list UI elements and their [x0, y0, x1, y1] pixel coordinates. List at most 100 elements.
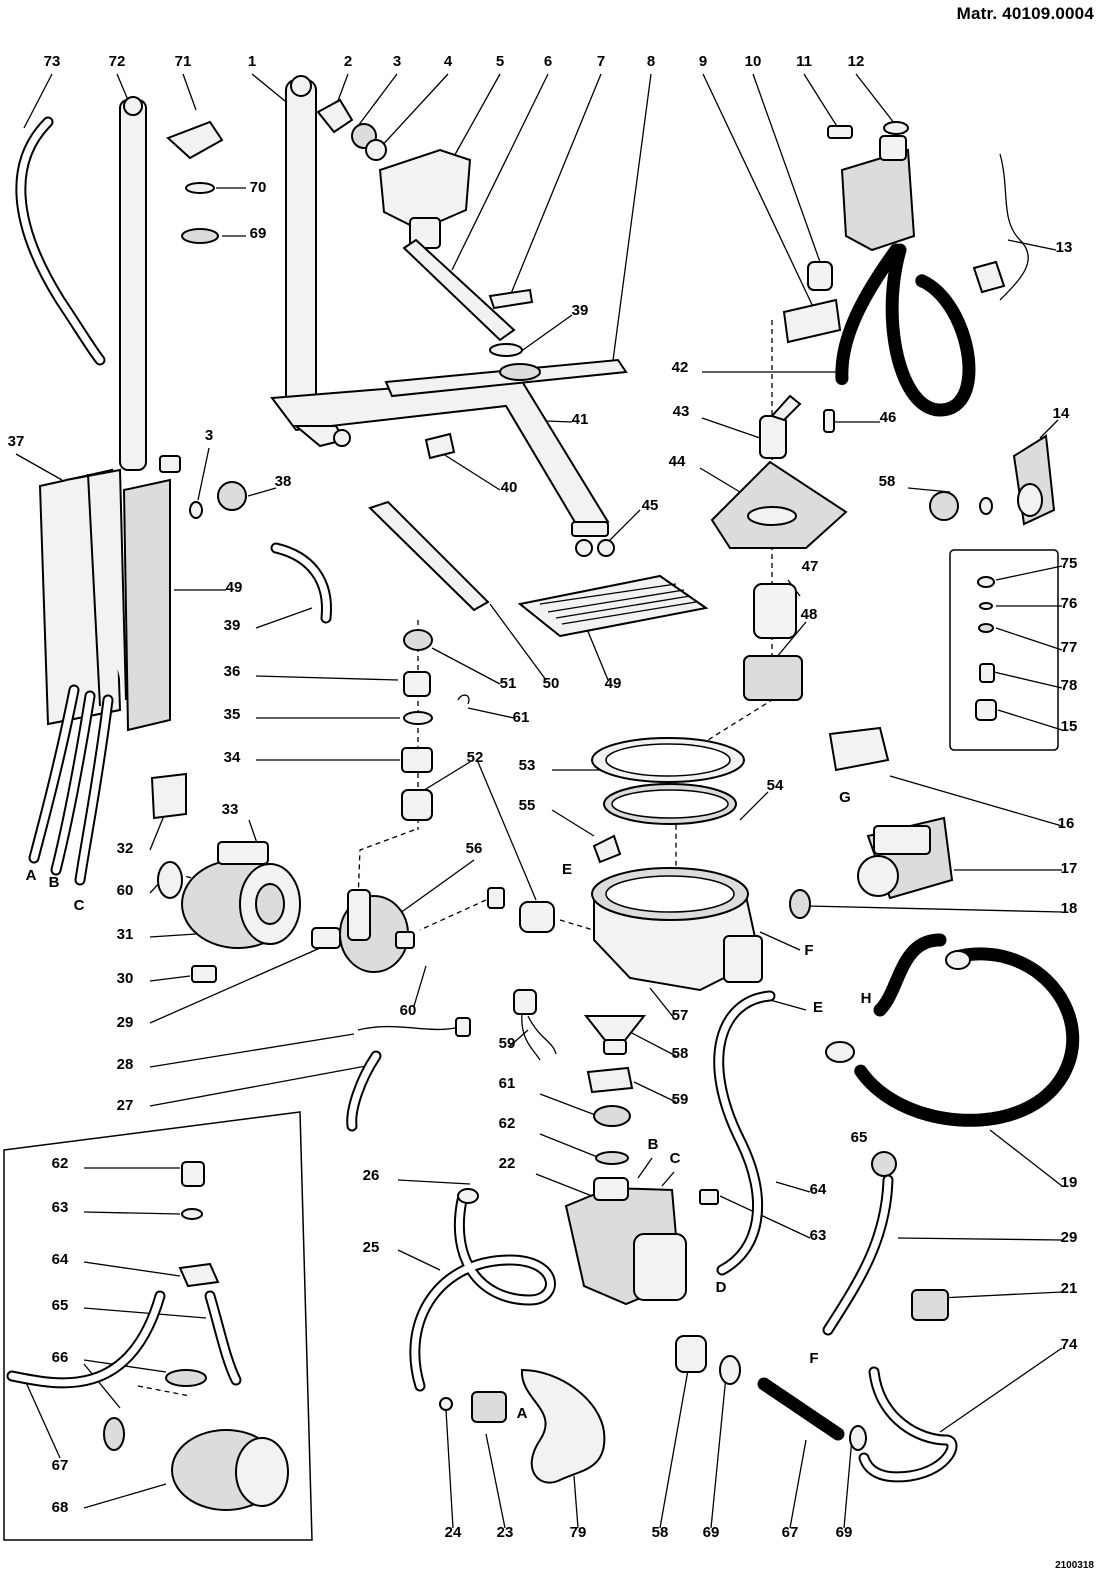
callout-c10: 10 — [745, 53, 762, 70]
cable-13 — [972, 153, 1029, 301]
callout-c15: 15 — [1061, 718, 1078, 735]
callout-c45: 45 — [642, 497, 659, 514]
callout-cF2: F — [809, 1350, 818, 1367]
callout-c44: 44 — [669, 453, 686, 470]
cap-10 — [807, 261, 833, 291]
callout-c18: 18 — [1061, 900, 1078, 917]
leader-lines — [15, 73, 1063, 1529]
funnel-58 — [583, 1015, 647, 1055]
filter-plate-44 — [710, 460, 848, 549]
callout-c47: 47 — [802, 558, 819, 575]
callout-c46: 46 — [880, 409, 897, 426]
callout-c24: 24 — [445, 1524, 462, 1541]
inset-variant — [3, 1111, 313, 1541]
callout-c55: 55 — [519, 797, 536, 814]
callout-c77: 77 — [1061, 639, 1078, 656]
bracket-16 — [828, 726, 890, 772]
callout-c34: 34 — [224, 749, 241, 766]
callout-c22: 22 — [499, 1155, 516, 1172]
hose-25 — [409, 1194, 556, 1392]
callout-c71: 71 — [175, 53, 192, 70]
callout-c54: 54 — [767, 777, 784, 794]
arm-72 — [119, 96, 181, 473]
bracket-9 — [782, 298, 842, 344]
corrugated-hose-42 — [835, 243, 976, 417]
callout-c70: 70 — [250, 179, 267, 196]
callout-c2: 2 — [344, 53, 352, 70]
callout-c67b: 67 — [782, 1524, 799, 1541]
callout-c23: 23 — [497, 1524, 514, 1541]
callout-c49a: 49 — [226, 579, 243, 596]
panel-79 — [520, 1368, 606, 1484]
pump-17 — [857, 816, 954, 900]
block-30 — [191, 965, 217, 983]
callout-cC1: C — [74, 897, 85, 914]
clip-55 — [592, 834, 622, 864]
clip-40 — [424, 432, 456, 460]
callout-cA1: A — [26, 867, 37, 884]
hoses-ABC — [28, 684, 114, 886]
callout-c61b: 61 — [499, 1075, 516, 1092]
callout-c5: 5 — [496, 53, 504, 70]
connector-52 — [487, 887, 555, 933]
callout-c50: 50 — [543, 675, 560, 692]
callout-c63a: 63 — [52, 1199, 69, 1216]
callout-c62a: 62 — [499, 1115, 516, 1132]
filter-48 — [743, 655, 803, 701]
valve-65 — [871, 1151, 897, 1177]
callout-c68: 68 — [52, 1499, 69, 1516]
callout-c41: 41 — [572, 411, 589, 428]
nut-61-62 — [593, 1105, 631, 1165]
callout-c63b: 63 — [810, 1227, 827, 1244]
callout-c69c: 69 — [836, 1524, 853, 1541]
callout-c69: 69 — [250, 225, 267, 242]
stack-36-35-34 — [401, 629, 433, 821]
softener-22 — [564, 1177, 687, 1306]
callout-c56: 56 — [466, 840, 483, 857]
sensor-43 — [759, 394, 802, 459]
parts-2-3-4 — [316, 98, 387, 161]
motor-33-31 — [181, 841, 301, 949]
callout-c11: 11 — [796, 53, 812, 70]
rack-group-75-15 — [949, 549, 1059, 751]
callout-c4: 4 — [444, 53, 453, 70]
document-reference: Matr. 40109.0004 — [956, 4, 1094, 23]
callout-c8: 8 — [647, 53, 655, 70]
hose-29-right — [822, 1174, 894, 1336]
callout-c65b: 65 — [52, 1297, 69, 1314]
callout-c43: 43 — [673, 403, 690, 420]
callout-cD: D — [716, 1279, 727, 1296]
callout-c33: 33 — [222, 801, 239, 818]
callout-c29a: 29 — [117, 1014, 134, 1031]
valve-23-24 — [439, 1391, 507, 1423]
heater-49 — [517, 574, 709, 638]
callout-cB2: B — [648, 1136, 659, 1153]
callout-c48: 48 — [801, 606, 818, 623]
callout-c65: 65 — [851, 1129, 868, 1146]
clip-63 — [699, 1189, 719, 1205]
callout-c64b: 64 — [52, 1251, 69, 1268]
dispenser-37 — [38, 468, 127, 726]
cover-71 — [166, 120, 224, 160]
callout-c35: 35 — [224, 706, 241, 723]
callout-c40: 40 — [501, 479, 518, 496]
callout-cE1: E — [562, 861, 572, 878]
seal-54 — [603, 783, 737, 825]
door-14 — [1012, 434, 1056, 526]
callout-c76: 76 — [1061, 595, 1078, 612]
solenoid-21 — [911, 1289, 949, 1321]
panel-49-left — [122, 478, 171, 732]
callout-c59a: 59 — [499, 1035, 516, 1052]
callout-cC2: C — [670, 1150, 681, 1167]
callout-c28: 28 — [117, 1056, 134, 1073]
callout-c21: 21 — [1061, 1280, 1078, 1297]
spray-tube-1 — [270, 75, 610, 537]
gear-38 — [189, 481, 247, 519]
callout-c49b: 49 — [605, 675, 622, 692]
ring-39 — [489, 343, 523, 357]
seal-60-left — [157, 861, 183, 899]
callout-c31: 31 — [117, 926, 134, 943]
callout-c19: 19 — [1061, 1174, 1078, 1191]
drain-parts-58-69-67 — [675, 1335, 867, 1451]
